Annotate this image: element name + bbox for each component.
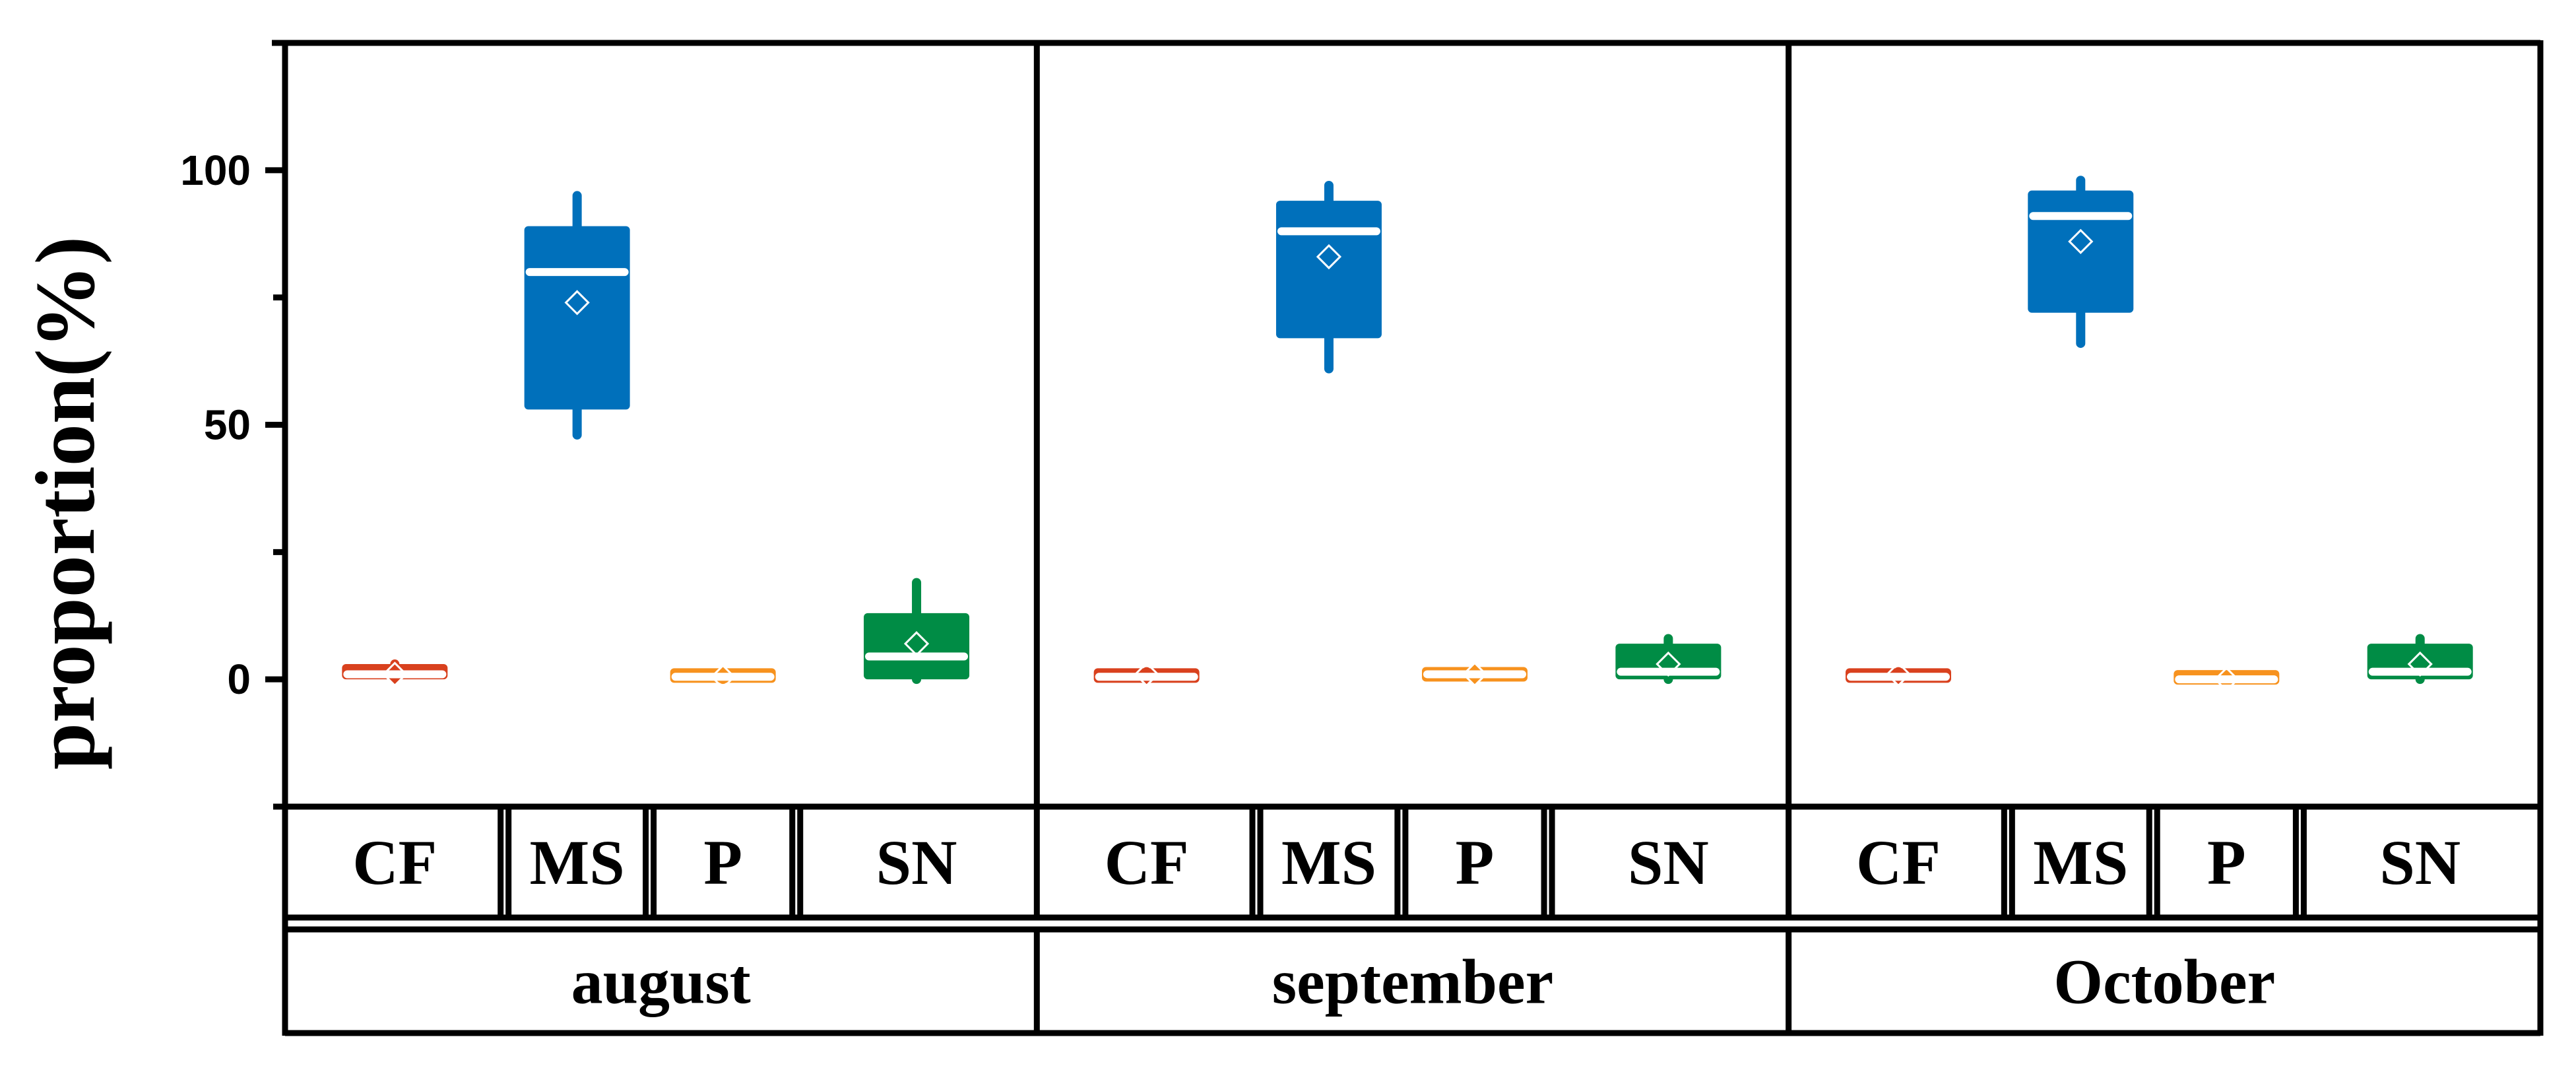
box-cf-september xyxy=(1093,661,1200,687)
box-series xyxy=(342,176,2473,692)
category-label-p: P xyxy=(2207,827,2246,898)
panel-label-october: October xyxy=(2053,947,2275,1017)
category-label-sn: SN xyxy=(876,827,957,898)
category-label-cf: CF xyxy=(1856,827,1941,898)
box-ms-october xyxy=(2028,176,2134,349)
plot-area xyxy=(285,43,2540,807)
category-axis: CF MS P SN CF MS P SN CF MS P SN xyxy=(352,827,2461,898)
box-p-august xyxy=(670,664,776,690)
category-label-cf: CF xyxy=(1105,827,1189,898)
mean-marker xyxy=(903,631,930,657)
box-body xyxy=(1275,201,1382,339)
panel-label-september: september xyxy=(1272,947,1554,1017)
plot-frame xyxy=(272,40,2544,1036)
category-label-sn: SN xyxy=(1628,827,1709,898)
mean-marker xyxy=(710,664,736,690)
mean-marker xyxy=(1885,661,1912,687)
category-label-ms: MS xyxy=(2033,827,2128,898)
box-ms-august xyxy=(524,191,630,440)
y-axis: 0 50 100 xyxy=(180,40,285,810)
category-label-cf: CF xyxy=(352,827,437,898)
category-label-ms: MS xyxy=(530,827,625,898)
mean-marker xyxy=(1462,661,1488,687)
mean-marker xyxy=(2407,651,2433,677)
y-tick-label: 100 xyxy=(180,147,251,194)
box-p-september xyxy=(1421,661,1528,687)
box-cf-october xyxy=(1846,661,1952,687)
category-label-p: P xyxy=(703,827,742,898)
box-body xyxy=(524,226,630,410)
y-axis-label: proportion(%) xyxy=(18,236,112,770)
mean-marker xyxy=(1316,244,1342,270)
y-tick-label: 0 xyxy=(227,655,251,703)
box-p-october xyxy=(2174,667,2280,692)
box-cf-august xyxy=(342,659,448,687)
mean-marker xyxy=(2068,228,2094,254)
box-body xyxy=(864,613,970,680)
box-sn-august xyxy=(864,578,970,685)
panel-axis: august september October xyxy=(571,947,2276,1017)
mean-marker xyxy=(382,661,408,687)
category-label-p: P xyxy=(1456,827,1495,898)
mean-marker xyxy=(1134,661,1159,687)
mean-marker xyxy=(2214,667,2239,692)
box-sn-october xyxy=(2367,634,2473,685)
mean-marker xyxy=(1656,651,1681,677)
box-sn-september xyxy=(1615,634,1722,685)
box-ms-september xyxy=(1275,180,1382,374)
mean-marker xyxy=(564,290,590,316)
y-tick-label: 50 xyxy=(204,401,251,449)
plot-background xyxy=(285,43,2540,807)
panel-label-august: august xyxy=(571,947,751,1017)
category-label-sn: SN xyxy=(2379,827,2461,898)
category-label-ms: MS xyxy=(1281,827,1376,898)
